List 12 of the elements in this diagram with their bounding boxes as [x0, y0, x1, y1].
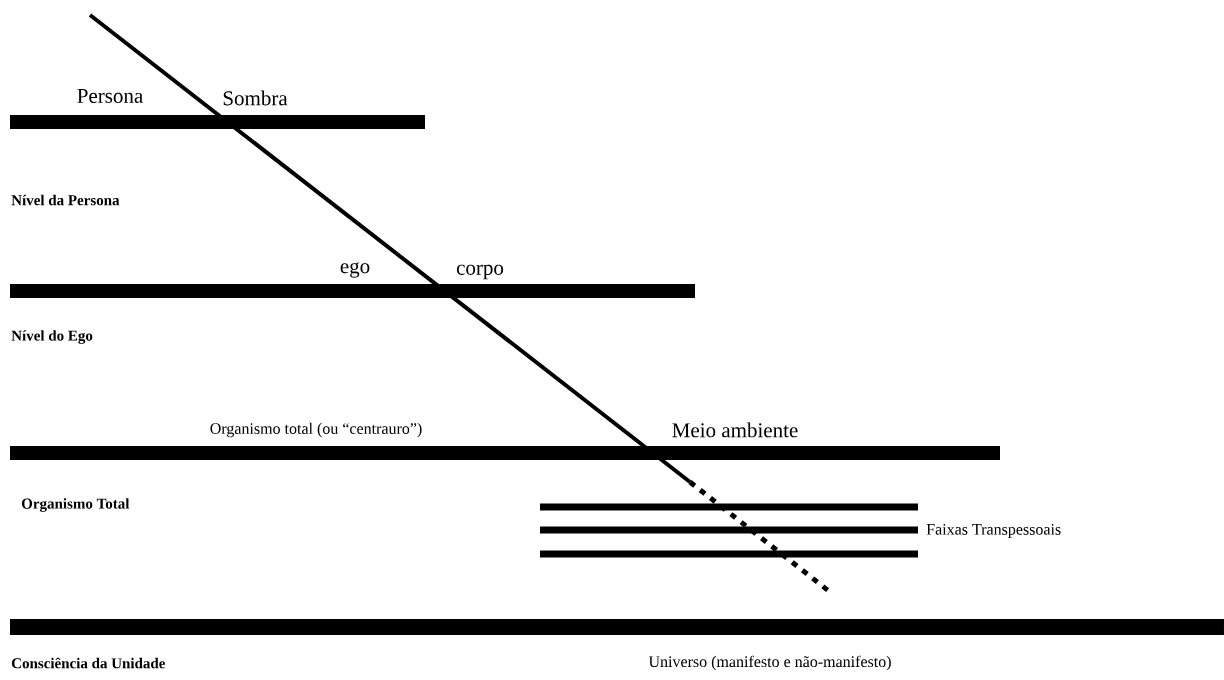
- level-label: Nível do Ego: [11, 330, 93, 344]
- term-label: corpo: [456, 264, 504, 280]
- level-label: Organismo Total: [21, 498, 130, 512]
- term-label: Universo (manifesto e não-manifesto): [648, 655, 891, 671]
- level-label: Consciência da Unidade: [11, 657, 165, 669]
- term-label: ego: [340, 262, 370, 278]
- term-label: Persona: [77, 89, 143, 103]
- term-label: Organismo total (ou “centrauro”): [210, 422, 422, 438]
- term-label: Meio ambiente: [672, 422, 798, 438]
- level-label: Nível da Persona: [11, 194, 120, 206]
- term-label: Sombra: [223, 90, 288, 106]
- term-label: Faixas Transpessoais: [926, 524, 1061, 538]
